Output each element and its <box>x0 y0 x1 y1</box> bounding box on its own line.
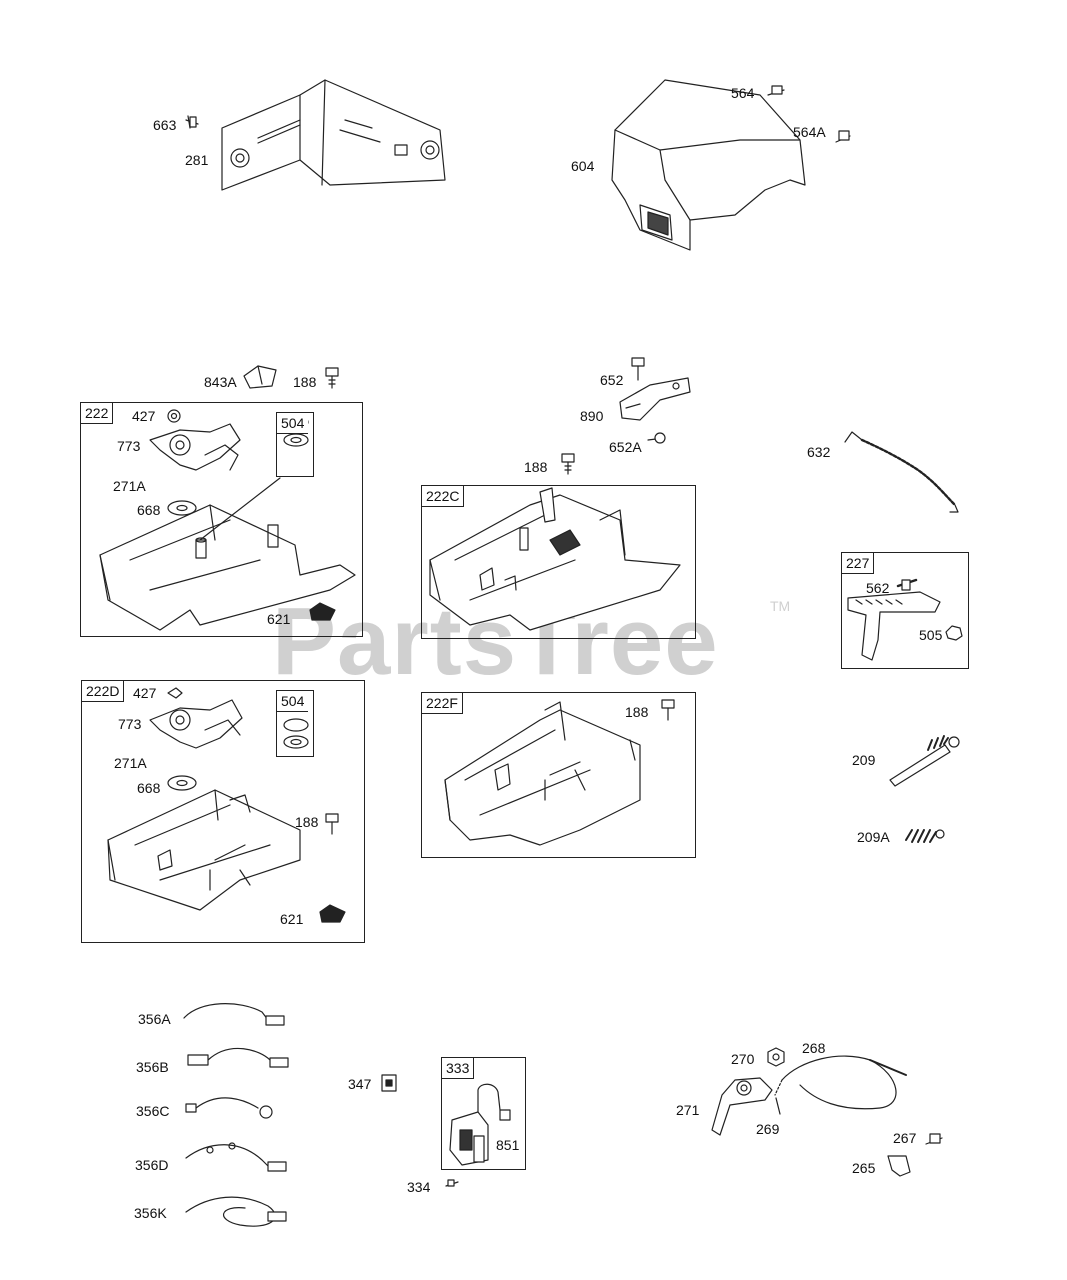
part-890-plate <box>619 377 691 421</box>
part-632-spring <box>844 431 959 513</box>
label-281: 281 <box>185 152 209 168</box>
label-668: 668 <box>137 780 161 796</box>
box-222D-art <box>107 687 346 923</box>
label-562: 562 <box>866 580 890 596</box>
box-222D: 222D <box>81 680 365 943</box>
trademark-mark: TM <box>770 598 791 614</box>
label-209: 209 <box>852 752 876 768</box>
label-668: 668 <box>137 502 161 518</box>
label-356D: 356D <box>135 1157 169 1173</box>
part-281-bracket <box>221 79 446 191</box>
label-773: 773 <box>118 716 142 732</box>
label-356A: 356A <box>138 1011 171 1027</box>
part-271-lever <box>711 1077 773 1136</box>
label-604: 604 <box>571 158 595 174</box>
box-504: 504 <box>276 412 314 477</box>
part-188-bolt-b <box>561 453 575 475</box>
box-227-art <box>847 578 963 661</box>
label-505: 505 <box>919 627 943 643</box>
part-356B-harness <box>187 1047 289 1068</box>
label-773: 773 <box>117 438 141 454</box>
label-851: 851 <box>496 1137 520 1153</box>
box-504-tag: 504 <box>277 691 309 712</box>
label-427: 427 <box>132 408 156 424</box>
label-209A: 209A <box>857 829 890 845</box>
part-209-spring <box>889 735 960 787</box>
box-227-tag: 227 <box>842 553 875 574</box>
label-334: 334 <box>407 1179 431 1195</box>
box-333-tag: 333 <box>442 1058 475 1079</box>
label-271: 271 <box>676 1102 700 1118</box>
part-663-screw <box>185 115 199 129</box>
part-356K-harness <box>185 1196 287 1227</box>
label-356K: 356K <box>134 1205 167 1221</box>
part-209A-spring <box>905 829 945 843</box>
label-652: 652 <box>600 372 624 388</box>
part-267-screw <box>925 1133 943 1145</box>
box-222-tag: 222 <box>81 403 114 424</box>
box-222F-tag: 222F <box>422 693 463 714</box>
label-427: 427 <box>133 685 157 701</box>
part-268-cable <box>774 1055 907 1110</box>
label-188: 188 <box>295 814 319 830</box>
label-652A: 652A <box>609 439 642 455</box>
label-843A: 843A <box>204 374 237 390</box>
part-604-cover <box>611 79 806 251</box>
box-222F: 222F <box>421 692 696 858</box>
label-188: 188 <box>524 459 548 475</box>
part-356C-harness <box>185 1097 273 1119</box>
label-271A: 271A <box>113 478 146 494</box>
part-269-pin <box>775 1097 781 1115</box>
part-356D-harness <box>185 1142 287 1172</box>
part-334-screw <box>445 1179 459 1187</box>
label-356C: 356C <box>136 1103 170 1119</box>
label-271A: 271A <box>114 755 147 771</box>
label-621: 621 <box>267 611 291 627</box>
label-564: 564 <box>731 85 755 101</box>
label-564A: 564A <box>793 124 826 140</box>
part-564-screw <box>767 85 785 96</box>
part-652A-screw <box>647 432 666 444</box>
box-222F-art <box>444 699 675 846</box>
label-188: 188 <box>625 704 649 720</box>
label-621: 621 <box>280 911 304 927</box>
label-267: 267 <box>893 1130 917 1146</box>
label-632: 632 <box>807 444 831 460</box>
label-269: 269 <box>756 1121 780 1137</box>
box-227: 227 <box>841 552 969 669</box>
box-222C-tag: 222C <box>422 486 465 507</box>
label-663: 663 <box>153 117 177 133</box>
box-222D-tag: 222D <box>82 681 125 702</box>
part-265-clip <box>887 1155 911 1177</box>
box-333: 333 <box>441 1057 526 1170</box>
part-270-nut <box>767 1047 785 1067</box>
box-222C-art <box>429 487 681 631</box>
part-188-bolt-a <box>325 367 339 389</box>
part-564A-screw <box>835 130 851 143</box>
box-333-art <box>449 1083 511 1166</box>
label-890: 890 <box>580 408 604 424</box>
part-652-bolt <box>631 357 645 381</box>
label-188: 188 <box>293 374 317 390</box>
label-265: 265 <box>852 1160 876 1176</box>
label-270: 270 <box>731 1051 755 1067</box>
box-504-tag: 504 <box>277 413 309 434</box>
part-347-connector <box>381 1074 397 1092</box>
box-504: 504 <box>276 690 314 757</box>
label-347: 347 <box>348 1076 372 1092</box>
part-356A-harness <box>183 1003 285 1026</box>
label-268: 268 <box>802 1040 826 1056</box>
box-222: 222 <box>80 402 363 637</box>
box-222-art <box>99 409 356 631</box>
part-843A <box>243 365 277 389</box>
box-222C: 222C <box>421 485 696 639</box>
label-356B: 356B <box>136 1059 169 1075</box>
